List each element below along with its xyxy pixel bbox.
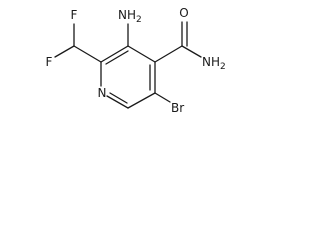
bond-c4-c-amide — [154, 45, 183, 63]
bond-c2-cf — [73, 45, 102, 63]
amide-subscript: 2 — [220, 62, 226, 72]
atom-bromine: Br — [171, 101, 184, 115]
atom-amide-n: NH2 — [202, 55, 226, 72]
bond-c6-n1-double — [109, 92, 128, 104]
carboxamide-group — [154, 21, 202, 63]
atom-carbonyl-o: O — [179, 6, 188, 20]
pyridine-ring — [100, 45, 156, 109]
bond-c5-br — [154, 92, 171, 103]
atom-f-left: F — [46, 55, 53, 69]
amino-subscript: 2 — [136, 15, 142, 25]
atom-amino: NH2 — [118, 8, 142, 25]
chemical-structure: F F NH2 O NH2 N Br — [46, 6, 226, 115]
bond-c-n-amide — [181, 45, 202, 58]
bond-cf-f-left — [54, 45, 75, 58]
atom-f-top: F — [71, 8, 78, 22]
amide-main: NH — [202, 55, 220, 69]
bond-c2-c3-double — [105, 50, 129, 65]
difluoromethyl-group — [54, 23, 102, 63]
bond-c2-c3 — [100, 45, 129, 63]
bond-c3-c4 — [127, 45, 156, 63]
bond-c6-n1 — [106, 95, 129, 109]
amino-main: NH — [118, 8, 136, 22]
atom-ring-n: N — [98, 86, 107, 100]
bond-c5-c6 — [127, 92, 156, 109]
